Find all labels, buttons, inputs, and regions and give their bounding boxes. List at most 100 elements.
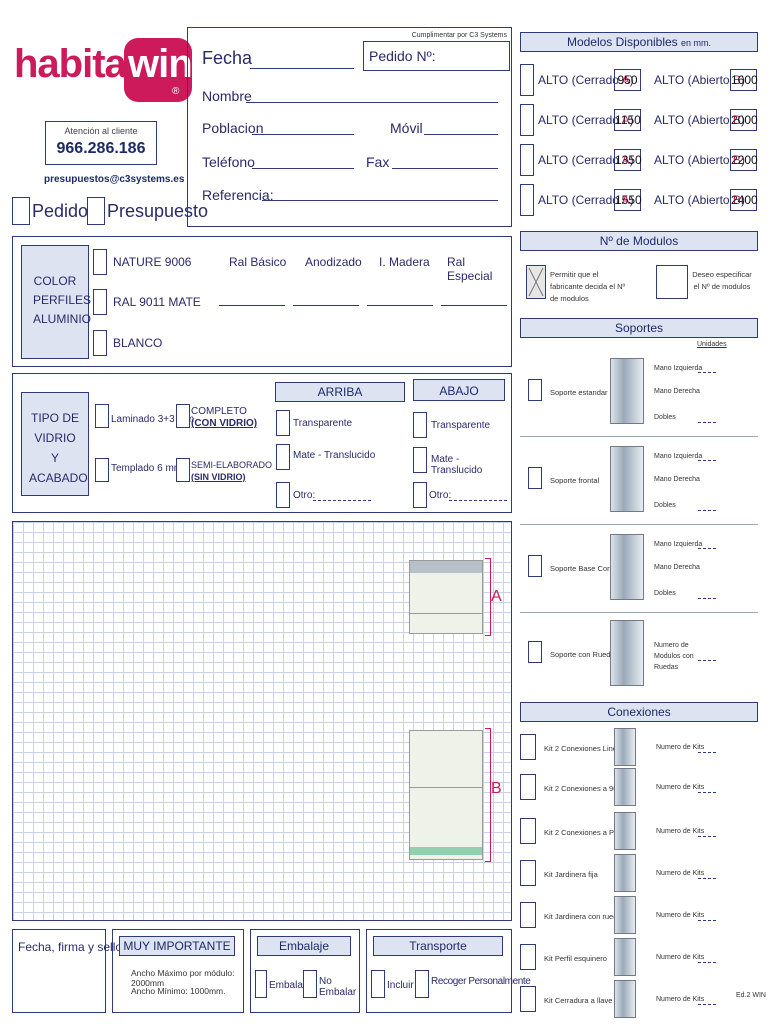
modelo-b-label: ALTO (Abierto B) xyxy=(654,73,745,87)
arriba-mate-checkbox[interactable] xyxy=(276,444,290,470)
poblacion-field[interactable] xyxy=(252,134,354,135)
modelo-b-value[interactable]: 2400 xyxy=(730,189,758,211)
modulos-especificar-checkbox[interactable] xyxy=(656,265,688,299)
soporte-izq: Mano Izquierda xyxy=(654,453,703,460)
modelo-a-value[interactable]: 1350 xyxy=(614,149,642,171)
modelo-b-value[interactable]: 1600 xyxy=(730,69,758,91)
pedido-checkbox[interactable] xyxy=(12,197,30,225)
presupuesto-checkbox[interactable] xyxy=(87,197,105,225)
embalado-checkbox[interactable] xyxy=(255,970,267,998)
soporte-separator xyxy=(520,612,758,613)
soporte-izq-field[interactable] xyxy=(698,548,716,549)
arriba-transparente-checkbox[interactable] xyxy=(276,410,290,436)
abajo-mate-checkbox[interactable] xyxy=(413,447,427,473)
modelo-a-value[interactable]: 950 xyxy=(614,69,641,91)
embalaje-header: Embalaje xyxy=(257,936,351,956)
soporte-dobles-field[interactable] xyxy=(698,510,716,511)
contact-phone: 966.286.186 xyxy=(56,140,146,157)
firma-box[interactable]: Fecha, firma y sello xyxy=(12,929,122,1013)
modulos-fabricante-checkbox[interactable] xyxy=(526,265,546,299)
templado-checkbox[interactable] xyxy=(95,458,109,482)
conexion-checkbox[interactable] xyxy=(520,902,536,928)
recoger-checkbox[interactable] xyxy=(415,970,429,998)
soporte-checkbox[interactable] xyxy=(528,379,542,401)
conexion-checkbox[interactable] xyxy=(520,986,536,1012)
completo-checkbox[interactable] xyxy=(176,404,190,428)
conexion-checkbox[interactable] xyxy=(520,818,536,844)
color-label-box xyxy=(21,245,89,359)
ancho-max-label: Ancho Máximo por módulo: 2000mm xyxy=(131,968,235,988)
ral-especial-field[interactable] xyxy=(441,305,507,306)
soporte-dobles-field[interactable] xyxy=(698,422,716,423)
modelo-a-checkbox[interactable] xyxy=(520,104,534,136)
semi-checkbox[interactable] xyxy=(176,458,190,482)
abajo-transparente-checkbox[interactable] xyxy=(413,412,427,438)
blanco-checkbox[interactable] xyxy=(93,330,107,356)
laminado-checkbox[interactable] xyxy=(95,404,109,428)
conexion-checkbox[interactable] xyxy=(520,734,536,760)
no-embalar-checkbox[interactable] xyxy=(303,970,317,998)
soporte-checkbox[interactable] xyxy=(528,467,542,489)
kits-field[interactable] xyxy=(698,920,716,921)
nature-checkbox[interactable] xyxy=(93,249,107,275)
arriba-otro-field[interactable] xyxy=(313,500,371,501)
module-b-diagram xyxy=(409,730,483,860)
conexion-image xyxy=(614,854,636,892)
modelo-b-value[interactable]: 2200 xyxy=(730,149,758,171)
conexion-checkbox[interactable] xyxy=(520,774,536,800)
conexion-checkbox[interactable] xyxy=(520,860,536,886)
modelo-a-label: ALTO (Cerrado A) xyxy=(538,193,634,207)
movil-field[interactable] xyxy=(424,134,498,135)
arriba-otro-checkbox[interactable] xyxy=(276,482,290,508)
importante-box: MUY IMPORTANTE Ancho Máximo por módulo: … xyxy=(112,929,244,1013)
modelo-a-value[interactable]: 1150 xyxy=(614,109,641,131)
modelo-a-checkbox[interactable] xyxy=(520,64,534,96)
soporte-izq-field[interactable] xyxy=(698,460,716,461)
ral-basico-field[interactable] xyxy=(219,305,285,306)
soporte-dobles-field[interactable] xyxy=(698,598,716,599)
soporte-ruedas-field[interactable] xyxy=(698,660,716,661)
ral9011-checkbox[interactable] xyxy=(93,289,107,315)
kits-label: Numero de Kits xyxy=(656,912,705,919)
kits-label: Numero de Kits xyxy=(656,954,705,961)
modelos-header: Modelos Disponibles en mm. xyxy=(520,32,758,52)
kits-field[interactable] xyxy=(698,878,716,879)
abajo-otro-field[interactable] xyxy=(449,500,507,501)
soporte-izq-field[interactable] xyxy=(698,372,716,373)
modelo-a-value[interactable]: 1550 xyxy=(614,189,642,211)
conexion-checkbox[interactable] xyxy=(520,944,536,970)
modelo-a-checkbox[interactable] xyxy=(520,144,534,176)
nombre-field[interactable] xyxy=(246,102,498,103)
abajo-header: ABAJO xyxy=(413,379,505,401)
kits-field[interactable] xyxy=(698,792,716,793)
kits-field[interactable] xyxy=(698,752,716,753)
abajo-otro-checkbox[interactable] xyxy=(413,482,427,508)
kits-field[interactable] xyxy=(698,1004,716,1005)
modelo-b-value[interactable]: 2000 xyxy=(730,109,758,131)
soporte-dobles: Dobles xyxy=(654,502,676,509)
soporte-izq: Mano Izquierda xyxy=(654,541,703,548)
modelo-b-label: ALTO (Abierto B) xyxy=(654,193,745,207)
color-label: COLOR PERFILES ALUMINIO xyxy=(33,274,92,326)
incluir-checkbox[interactable] xyxy=(371,970,385,998)
telefono-field[interactable] xyxy=(252,168,354,169)
letter-b: B xyxy=(732,73,741,87)
importante-header: MUY IMPORTANTE xyxy=(119,936,235,956)
madera-field[interactable] xyxy=(367,305,433,306)
conexiones-header: Conexiones xyxy=(520,702,758,722)
alto-abierto-text: ALTO (Abierto xyxy=(654,193,733,207)
referencia-field[interactable] xyxy=(262,200,498,201)
laminado-label: Laminado 3+3 mm xyxy=(111,414,195,425)
referencia-label: Referencia: xyxy=(202,187,274,203)
fax-field[interactable] xyxy=(392,168,498,169)
soporte-checkbox[interactable] xyxy=(528,555,542,577)
soporte-checkbox[interactable] xyxy=(528,641,542,663)
kits-field[interactable] xyxy=(698,962,716,963)
modelo-a-checkbox[interactable] xyxy=(520,184,534,216)
fecha-field[interactable] xyxy=(250,68,354,69)
transporte-box: Transporte Incluir Recoger Personalmente xyxy=(366,929,531,1013)
kits-field[interactable] xyxy=(698,836,716,837)
anodizado-field[interactable] xyxy=(293,305,359,306)
conexion-image xyxy=(614,980,636,1018)
drawing-grid[interactable]: A B xyxy=(12,521,512,921)
